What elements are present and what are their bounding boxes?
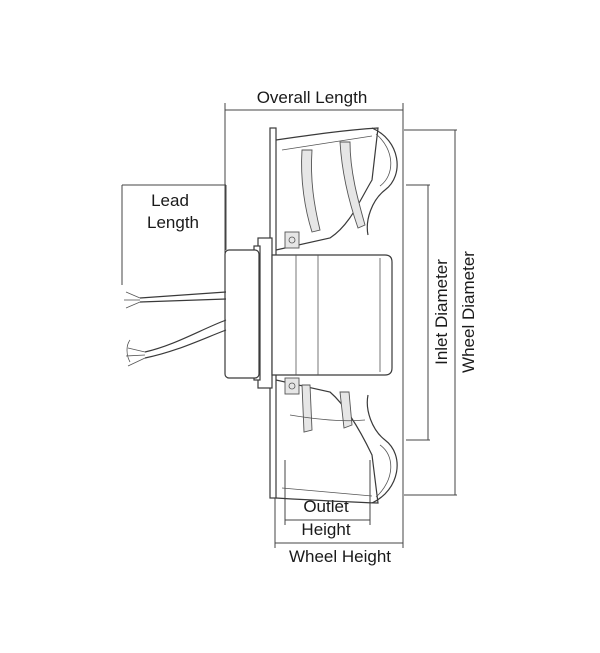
- wheel-height-label: Wheel Height: [289, 547, 391, 566]
- lower-blade-2: [339, 391, 353, 429]
- inlet-diameter-dimension: Inlet Diameter: [406, 184, 451, 441]
- motor-rear-cap: [224, 249, 260, 379]
- fan-drawing: [124, 127, 398, 504]
- lead-length-label-2: Length: [147, 213, 199, 232]
- lower-lead-wires: [125, 319, 227, 367]
- wheel-diameter-label: Wheel Diameter: [459, 251, 478, 373]
- outlet-height-label-2: Height: [301, 520, 350, 539]
- overall-length-label: Overall Length: [257, 88, 368, 107]
- inlet-diameter-label: Inlet Diameter: [432, 259, 451, 365]
- lead-length-dimension: Lead Length: [121, 184, 227, 285]
- wheel-diameter-dimension: Wheel Diameter: [404, 129, 478, 496]
- upper-bracket: [284, 231, 300, 249]
- upper-blade-2: [339, 141, 366, 229]
- upper-blade-1: [301, 149, 321, 233]
- upper-lead-wires: [124, 291, 227, 309]
- lower-blade-1: [301, 384, 313, 433]
- lower-bracket: [284, 377, 300, 395]
- motor-body: [271, 254, 393, 376]
- lead-length-label-1: Lead: [151, 191, 189, 210]
- outlet-height-dimension: Outlet Height: [284, 460, 371, 539]
